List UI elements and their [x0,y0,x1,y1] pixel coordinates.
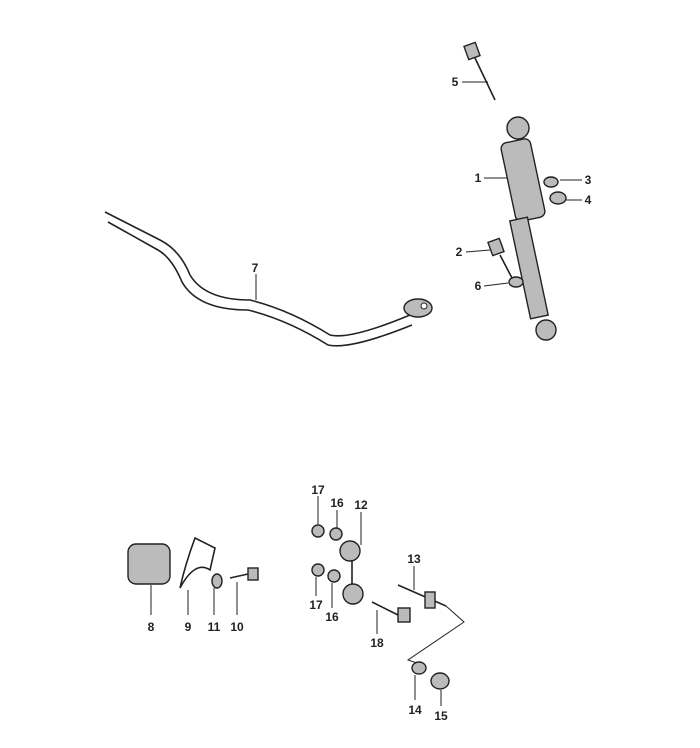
washer-3 [543,176,559,188]
label-part-14: 14 [408,703,422,717]
label-part-5: 5 [452,75,459,89]
washer-14 [411,661,427,675]
label-part-2: 2 [456,245,463,259]
label-part-18: 18 [370,636,384,650]
label-part-10: 10 [230,620,244,634]
assembly-line [406,605,465,665]
label-part-13: 13 [407,552,421,566]
label-part-1: 1 [475,171,482,185]
nut-15 [430,672,450,690]
label-part-9: 9 [185,620,192,634]
washer-6 [508,276,524,288]
leader-lines [150,81,582,706]
washer-11 [211,573,223,589]
bolt-10 [229,567,259,581]
label-part-6: 6 [475,279,482,293]
label-part-8: 8 [148,620,155,634]
washer-16a [329,527,343,541]
label-part-3: 3 [585,173,592,187]
label-part-16-top: 16 [330,496,344,510]
link-12 [339,540,364,605]
label-part-17-top: 17 [311,483,325,497]
label-part-17-bottom: 17 [309,598,323,612]
bolt-18 [371,601,411,623]
bolt-2 [487,237,513,279]
label-part-15: 15 [434,709,448,723]
bushing-8 [127,543,171,585]
bolt-5 [463,41,496,101]
nut-17a [311,524,325,538]
clamp-9 [179,536,216,589]
label-part-11: 11 [208,620,221,634]
label-part-16-bottom: 16 [325,610,339,624]
nut-17b [311,563,325,577]
washer-16b [327,569,341,583]
nut-4 [549,191,567,205]
label-part-4: 4 [585,193,592,207]
bolt-13 [397,584,447,609]
shock-absorber [500,116,557,341]
label-part-12: 12 [354,498,368,512]
stabilizer-bar [104,211,433,347]
label-part-7: 7 [252,261,259,275]
